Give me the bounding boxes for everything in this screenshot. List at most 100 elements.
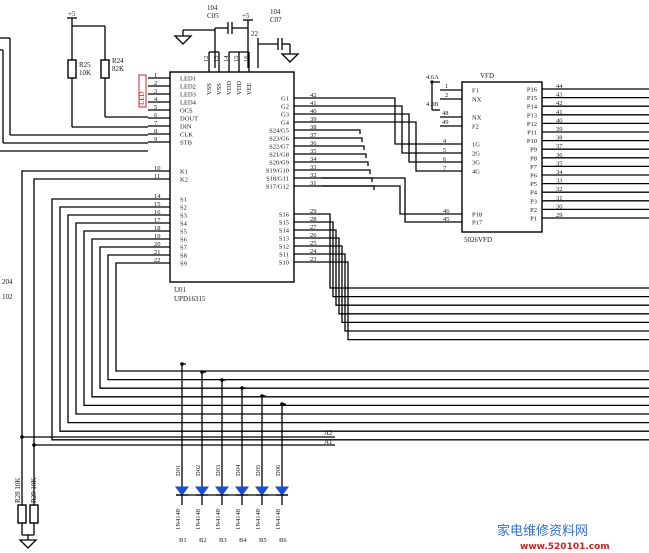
button-label: B2 [199,537,207,544]
u01-right-pin-number: 41 [310,100,317,107]
u01-part: UPD16315 [174,295,206,303]
u01-left-pin-number: 6 [154,112,158,119]
u01-right-pin-label: S18/G11 [266,176,289,183]
button-label: B1 [179,537,187,544]
segment-wire [322,213,649,289]
u01-left-pin-label: CLK [180,132,193,139]
u01-left-pin-number: 3 [154,88,157,95]
scan-wire [75,222,649,415]
resistor-r24 [100,59,110,79]
u01-right-pin-label: G3 [281,112,289,119]
ground-icon [18,539,38,549]
u01-right-pin-number: 38 [310,124,317,131]
u01-right-pin-number: 39 [310,116,317,123]
u01-right-pin-label: G1 [281,96,289,103]
segment-wire [322,221,649,298]
u01-right-pin-label: S11 [279,252,289,259]
vfd-right-pin-label: P15 [527,95,537,102]
diode-ref: D06 [275,464,282,476]
junction-dot [20,435,24,439]
vfd-right-pin-number: 44 [556,83,563,90]
u01-right-pin-label: S23/G6 [269,136,290,143]
vfd-right-pin-number: 37 [556,143,563,150]
vfd-left-pin-label: F1 [472,88,479,95]
vfd-nx-number: 49 [442,119,449,126]
u01-right-pin-number: 23 [310,256,317,263]
vfd-part: 5026VFD [464,236,492,244]
u01-right-pin-number: 36 [310,140,317,147]
bus-label-a1: A1 [324,438,333,446]
diode-icon [275,486,289,496]
u01-top-pin-number: 14 [223,55,230,62]
diode-icon [195,486,209,496]
u01-right-pin-label: S21/G8 [269,152,289,159]
vfd-right-pin-number: 36 [556,152,563,159]
junction-dot [32,443,36,447]
u01-left-pin-number: 22 [154,257,161,264]
segment-stub [322,153,367,158]
u01-right-pin-number: 29 [310,208,317,215]
segment-wire [322,185,440,215]
u01-right-pin-number: 32 [310,172,317,179]
vfd-right-pin-label: P7 [530,164,538,171]
u01-left-pin-number: 2 [154,80,157,87]
scan-wire [107,254,649,381]
watermark: 家电维修资料网 www.520101.com [497,523,610,552]
u01-right-pin-label: S16 [279,212,290,219]
scan-wire [91,238,649,398]
u01-top-pin-number: 13 [213,56,220,63]
u01-left-pin-label: S1 [180,197,187,204]
vfd-body [461,81,543,233]
u01-right-pin-label: S15 [279,220,289,227]
u01-left-pin-number: 20 [154,241,161,248]
bus-label-a2: A2 [324,429,333,437]
diode-ref: D04 [235,464,242,476]
u01-left-pin-label: S2 [180,205,187,212]
u01-left-pin-number: 19 [154,233,161,240]
vfd-left-pin-number: 6 [443,156,447,163]
segment-stub [322,169,371,174]
u01-right-pin-label: S12 [279,244,289,251]
diode-part: 1N4148 [215,509,222,530]
led-marker [138,74,147,108]
pulldown-resistors: R28 10K R29 10K [14,478,39,549]
vfd-nx-number: 48 [442,110,449,117]
u01-left-pin-label: K2 [180,177,188,184]
diode-ref: D05 [255,465,262,476]
diode-ref: D01 [175,465,182,476]
vcc-label-right: +5 [242,12,250,20]
scan-wire [115,262,649,372]
led-label: LED [138,91,146,105]
segment-stub [322,145,365,150]
left-value-b: 102 [2,293,13,301]
junction-dot [430,80,434,84]
u01-right-pin-number: 42 [310,92,317,99]
vfd-right-pin-number: 32 [556,186,563,193]
vfd-right-pin-number: 40 [556,117,563,124]
button-label: B6 [279,537,287,544]
left-value-a: 204 [2,278,13,286]
u01-right-pin-number: 40 [310,108,317,115]
u01-left-pin-label: S9 [180,261,187,268]
u01-top-pin-label: VEE [246,82,253,95]
vfd-right-pin-number: 38 [556,135,563,142]
u01-right-pin-label: S10 [279,260,289,267]
segment-stub [322,161,369,166]
vfd-right-pin-number: 39 [556,126,563,133]
r24-value: 82K [112,65,124,73]
u01-left-pin-number: 18 [154,225,161,232]
vfd-right-pin-number: 43 [556,92,563,99]
diode-part: 1N4148 [175,509,182,530]
vfd-left-pin-label: 4G [472,169,480,176]
u01-left-pin-number: 16 [154,209,161,216]
grid-wire [322,121,440,172]
u01-left-pin-label: S7 [180,245,188,252]
vfd-pin-small: 1 [445,83,448,90]
diode-part: 1N4148 [275,509,282,530]
segment-wire [322,245,649,324]
vfd-right-pin-label: P10 [527,138,537,145]
u01-right-pin-number: 24 [310,248,317,255]
u01-top-pin-label: VSS [206,83,213,95]
vfd-left-pin-label: 1G [472,142,480,149]
r29-label: R29 10K [30,478,38,503]
